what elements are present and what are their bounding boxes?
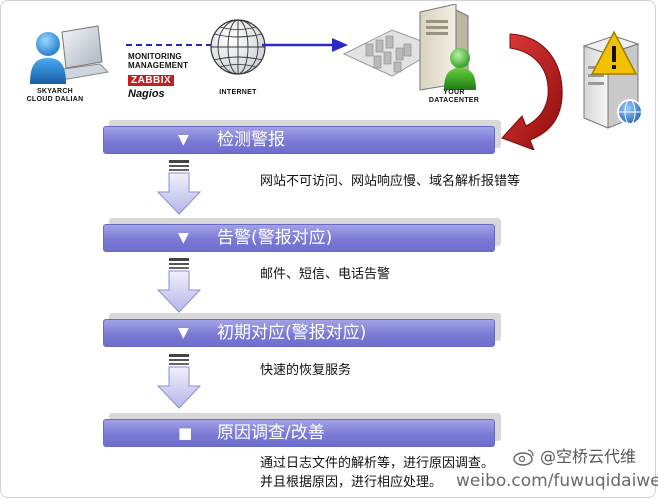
step-note-line2: 并且根据原因，进行相应处理。: [260, 475, 443, 490]
weibo-logo-icon: [513, 449, 534, 466]
dashed-link-line: [126, 44, 212, 46]
step-note: 通过日志文件的解析等，进行原因调查。: [260, 456, 495, 471]
step-bar-notify: ▼ 告警(警报对应): [103, 224, 495, 252]
flow-arrow-icon: [156, 354, 202, 409]
step-title: 原因调查/改善: [217, 423, 325, 443]
flow-arrow-icon: [156, 258, 202, 313]
triangle-down-icon: ▼: [178, 132, 189, 148]
watermark-url: weibo.com/fuwuqidaiwei: [456, 471, 658, 491]
step-note: 邮件、短信、电话告警: [260, 267, 391, 282]
step-title: 初期对应(警报对应): [217, 323, 367, 343]
internet-label: INTERNET: [219, 89, 257, 96]
step-bar-detect-alert: ▼ 检测警报: [103, 126, 495, 154]
internet-globe-icon: [210, 19, 266, 75]
step-note: 快速的恢复服务: [260, 363, 352, 378]
blue-arrow: [262, 38, 348, 52]
flow-arrow-icon: [156, 160, 202, 215]
datacenter-icon: [342, 4, 476, 91]
triangle-down-icon: ▼: [178, 325, 189, 341]
triangle-down-icon: ▼: [178, 230, 189, 246]
step-bar-initial-response: ▼ 初期对应(警报对应): [103, 319, 495, 347]
square-icon: ■: [178, 424, 193, 442]
client-user-icon: [30, 25, 110, 84]
step-bar-root-cause: ■ 原因调查/改善: [103, 419, 495, 447]
step-note: 网站不可访问、网站响应慢、域名解析报错等: [260, 174, 521, 189]
curved-alert-arrow: [501, 33, 563, 150]
warning-server-icon: [582, 30, 643, 129]
step-title: 告警(警报对应): [217, 228, 333, 248]
watermark-brand: @空桥云代维: [540, 447, 637, 466]
monitoring-tools-logo: MONITORING MANAGEMENT ZABBIX Nagios: [128, 52, 189, 100]
step-title: 检测警报: [217, 130, 285, 150]
